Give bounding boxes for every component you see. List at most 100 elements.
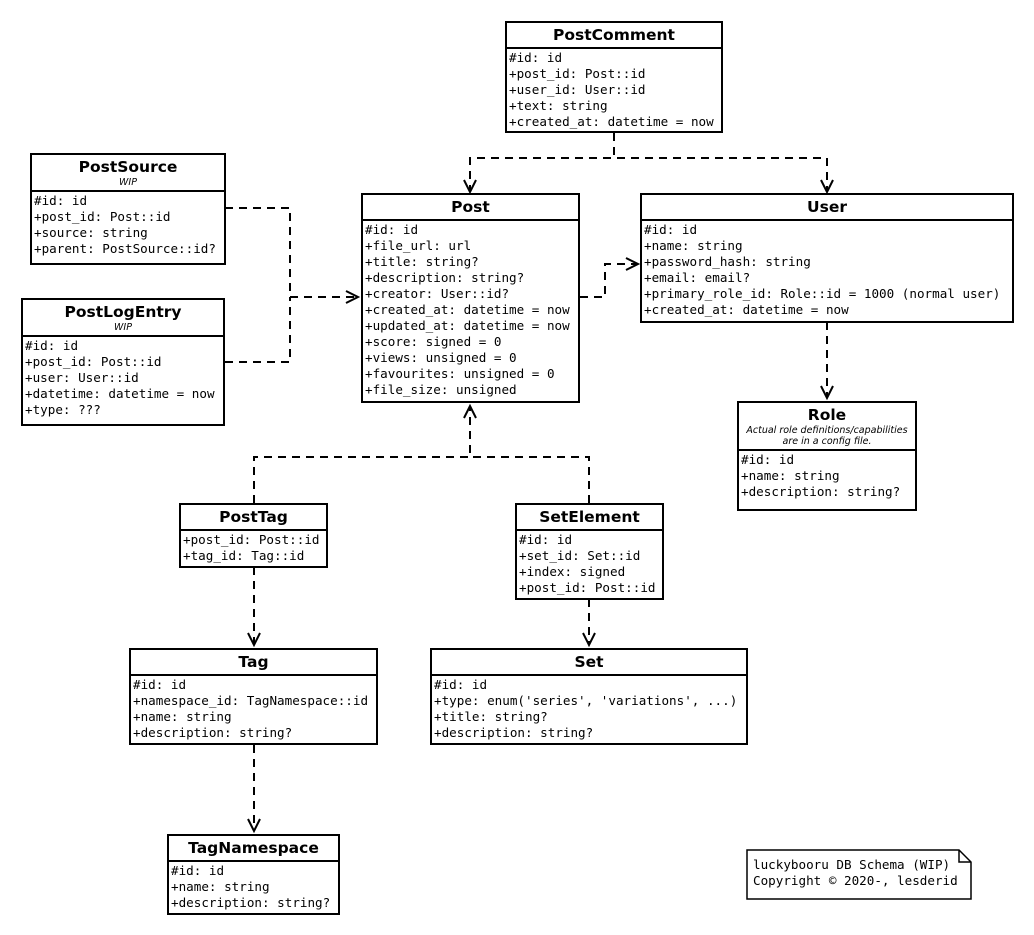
field: +tag_id: Tag::id	[183, 548, 305, 563]
entity-title: TagNamespace	[188, 839, 319, 857]
field: +views: unsigned = 0	[365, 350, 517, 365]
field: +file_size: unsigned	[365, 382, 517, 397]
field: +description: string?	[741, 484, 901, 499]
field: +name: string	[644, 238, 743, 253]
connector-postcomment-post	[469, 133, 615, 192]
entity-title: Tag	[238, 653, 269, 671]
entity-header: User	[642, 195, 1012, 221]
field-list: +post_id: Post::id +tag_id: Tag::id	[181, 531, 326, 566]
field: +email: email?	[644, 270, 751, 285]
field-list: #id: id +set_id: Set::id +index: signed …	[517, 531, 662, 598]
entity-title: PostComment	[553, 26, 675, 44]
field-list: #id: id +file_url: url +title: string? +…	[363, 221, 578, 400]
field: +namespace_id: TagNamespace::id	[133, 693, 369, 708]
entity-header: Set	[432, 650, 746, 676]
field: +created_at: datetime = now	[509, 114, 714, 129]
field: +user: User::id	[25, 370, 139, 385]
entity-header: TagNamespace	[169, 836, 338, 862]
field: #id: id	[34, 193, 88, 208]
field: +datetime: datetime = now	[25, 386, 215, 401]
field: +creator: User::id?	[365, 286, 510, 301]
field: +set_id: Set::id	[519, 548, 641, 563]
field: +type: enum('series', 'variations', ...)	[434, 693, 738, 708]
field: +index: signed	[519, 564, 626, 579]
field: +title: string?	[365, 254, 479, 269]
field: +primary_role_id: Role::id = 1000 (norma…	[644, 286, 1001, 301]
field: +password_hash: string	[644, 254, 811, 269]
connector-postlogentry-post	[225, 297, 291, 363]
field: +post_id: Post::id	[25, 354, 162, 369]
field: +source: string	[34, 225, 148, 240]
field: +text: string	[509, 98, 608, 113]
entity-subtitle: Actual role definitions/capabilities	[746, 425, 908, 436]
entity-user: User #id: id +name: string +password_has…	[640, 193, 1014, 323]
arrowhead-user-role	[820, 385, 834, 401]
field: #id: id	[133, 677, 187, 692]
note-shape	[746, 849, 972, 900]
field-list: #id: id +namespace_id: TagNamespace::id …	[131, 676, 376, 743]
field-list: #id: id +name: string +description: stri…	[739, 451, 915, 502]
connector-posttag-post	[253, 406, 471, 503]
note-line: Copyright © 2020-, lesderid	[753, 873, 958, 888]
arrowhead-postcomment-post	[463, 179, 477, 195]
entity-subtitle: are in a config file.	[782, 436, 872, 447]
field: +created_at: datetime = now	[365, 302, 570, 317]
connector-postsource-post	[225, 207, 358, 298]
schema-note: luckybooru DB Schema (WIP) Copyright © 2…	[746, 849, 972, 900]
field: +name: string	[741, 468, 840, 483]
entity-header: Tag	[131, 650, 376, 676]
field-list: #id: id +post_id: Post::id +user_id: Use…	[507, 49, 721, 132]
field: +post_id: Post::id	[519, 580, 656, 595]
entity-postcomment: PostComment #id: id +post_id: Post::id +…	[505, 21, 723, 133]
arrowhead-postcomment-user	[820, 179, 834, 195]
field: #id: id	[171, 863, 225, 878]
field: +description: string?	[133, 725, 293, 740]
field: +parent: PostSource::id?	[34, 241, 216, 256]
entity-tag: Tag #id: id +namespace_id: TagNamespace:…	[129, 648, 378, 745]
field: +description: string?	[365, 270, 525, 285]
arrowhead-to-post-bottom	[463, 403, 477, 419]
entity-title: Set	[574, 653, 604, 671]
arrowhead-postsource-post	[345, 290, 361, 304]
field: +post_id: Post::id	[183, 532, 320, 547]
entity-header: PostComment	[507, 23, 721, 49]
arrowhead-posttag-tag	[247, 632, 261, 648]
field: #id: id	[365, 222, 419, 237]
field: +type: ???	[25, 402, 101, 417]
field: +favourites: unsigned = 0	[365, 366, 555, 381]
note-line: luckybooru DB Schema (WIP)	[753, 857, 951, 872]
entity-title: User	[807, 198, 847, 216]
field: +description: string?	[434, 725, 594, 740]
entity-title: PostSource	[78, 158, 178, 176]
connector-post-user	[580, 263, 638, 298]
field: #id: id	[644, 222, 698, 237]
field: +file_url: url	[365, 238, 472, 253]
entity-header: Role Actual role definitions/capabilitie…	[739, 403, 915, 451]
entity-subtitle: WIP	[119, 177, 137, 188]
entity-postsource: PostSource WIP #id: id +post_id: Post::i…	[30, 153, 226, 265]
entity-header: PostLogEntry WIP	[23, 300, 223, 337]
field: +user_id: User::id	[509, 82, 646, 97]
entity-set: Set #id: id +type: enum('series', 'varia…	[430, 648, 748, 745]
field-list: #id: id +name: string +password_hash: st…	[642, 221, 1012, 320]
field-list: #id: id +name: string +description: stri…	[169, 862, 338, 913]
entity-header: PostTag	[181, 505, 326, 531]
arrowhead-setelement-set	[582, 632, 596, 648]
arrowhead-tag-tagnamespace	[247, 818, 261, 834]
field: #id: id	[434, 677, 488, 692]
arrowhead-post-user	[625, 257, 641, 271]
field: +post_id: Post::id	[509, 66, 646, 81]
entity-header: PostSource WIP	[32, 155, 224, 192]
entity-title: Role	[807, 406, 847, 424]
field: #id: id	[519, 532, 573, 547]
field: #id: id	[25, 338, 79, 353]
field: +name: string	[171, 879, 270, 894]
entity-role: Role Actual role definitions/capabilitie…	[737, 401, 917, 511]
field: +updated_at: datetime = now	[365, 318, 570, 333]
entity-post: Post #id: id +file_url: url +title: stri…	[361, 193, 580, 403]
field: #id: id	[741, 452, 795, 467]
field: +score: signed = 0	[365, 334, 502, 349]
entity-title: PostTag	[219, 508, 288, 526]
field-list: #id: id +post_id: Post::id +source: stri…	[32, 192, 224, 259]
field: +description: string?	[171, 895, 331, 910]
